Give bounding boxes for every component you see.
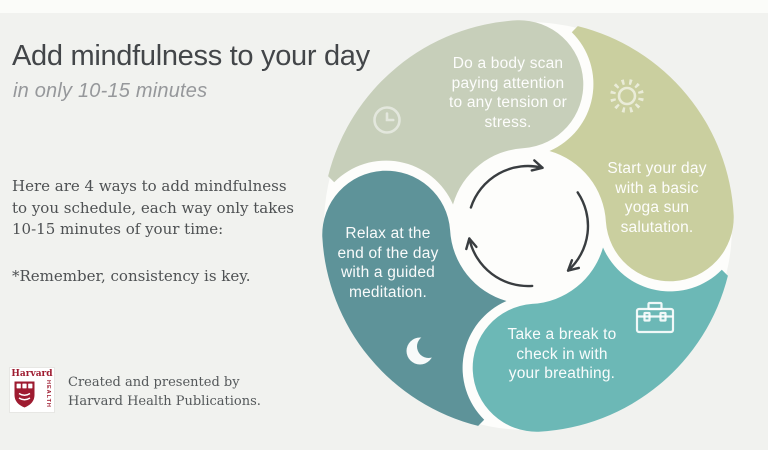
- sun-icon: [610, 79, 644, 113]
- segment-body-scan: [327, 20, 584, 205]
- segment-breathing: [472, 247, 729, 432]
- intro-note: *Remember, consistency is key.: [12, 266, 251, 285]
- briefcase-icon: [635, 301, 675, 334]
- segment-label-body-scan: Do a body scan paying attention to any t…: [448, 55, 568, 131]
- page-title: Add mindfulness to your day: [12, 40, 370, 72]
- intro-line: Here are 4 ways to add mindfulness: [12, 177, 287, 195]
- segment-label-yoga: Start your day with a basic yoga sun sal…: [607, 160, 707, 236]
- segment-label-meditation: Relax at the end of the day with a guide…: [337, 225, 439, 301]
- segment-label-breathing: Take a break to check in with your breat…: [507, 325, 617, 382]
- credit-text: Created and presented by Harvard Health …: [68, 375, 261, 409]
- top-strip: [0, 0, 768, 13]
- cycle-arrows-icon: [465, 159, 590, 288]
- harvard-logo-vertical-word: HEALTH: [45, 380, 51, 408]
- clock-icon: [373, 106, 401, 134]
- credit-block: Harvard HEALTH Created and presented by …: [10, 368, 261, 412]
- page-subtitle: in only 10-15 minutes: [13, 80, 208, 102]
- intro-line: to you schedule, each way only takes: [12, 198, 294, 217]
- intro-paragraph: Here are 4 ways to add mindfulness to yo…: [12, 176, 294, 287]
- moon-icon: [406, 335, 440, 365]
- harvard-health-logo: Harvard HEALTH: [10, 368, 54, 412]
- harvard-shield-icon: [14, 381, 35, 408]
- harvard-logo-word: Harvard: [11, 369, 53, 379]
- intro-line: 10-15 minutes of your time:: [12, 220, 224, 238]
- segment-meditation: [322, 170, 507, 427]
- segment-yoga: [549, 25, 734, 282]
